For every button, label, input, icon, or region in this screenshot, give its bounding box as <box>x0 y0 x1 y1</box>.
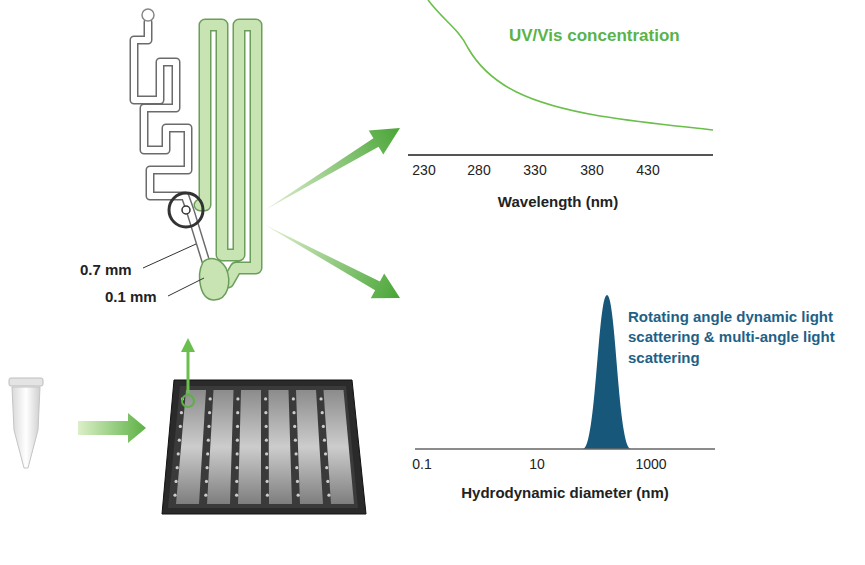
axis-title: Hydrodynamic diameter (nm) <box>461 484 669 502</box>
detection-window <box>169 193 203 227</box>
well-plate <box>162 380 366 514</box>
plate-dot <box>205 480 208 483</box>
leader-line <box>143 244 196 268</box>
plate-dot <box>207 439 210 442</box>
x-axis <box>415 448 715 450</box>
plate-dot <box>236 397 239 400</box>
plate-dot <box>292 397 295 400</box>
plate-strip <box>324 390 355 504</box>
tick-label: 1000 <box>635 456 666 473</box>
plate-strip <box>238 390 261 504</box>
plate-dot <box>265 452 268 455</box>
plate-dot <box>235 466 238 469</box>
plate-dot <box>235 480 238 483</box>
plate-dot <box>209 397 212 400</box>
plate-dot <box>235 494 238 497</box>
plate-dot <box>325 466 328 469</box>
plate-dot <box>327 494 330 497</box>
plate-dot <box>265 439 268 442</box>
plate-dot <box>296 480 299 483</box>
tick-label: 280 <box>467 162 490 179</box>
tick-label: 430 <box>636 162 659 179</box>
plate-dot <box>236 411 239 414</box>
sample-well-marker <box>182 395 194 407</box>
tick-label: 230 <box>412 162 435 179</box>
uv-vis-chart <box>408 0 713 155</box>
plate-dot <box>294 439 297 442</box>
plate-dot <box>266 480 269 483</box>
tick-label: 380 <box>580 162 603 179</box>
arrow-to-dls <box>265 225 400 298</box>
sample-tube <box>9 378 43 468</box>
plate-dot <box>264 397 267 400</box>
plate-dot <box>236 439 239 442</box>
microfluidic-chip <box>134 9 256 300</box>
arrow-to-chip <box>187 350 190 393</box>
x-axis <box>408 154 713 156</box>
plate-dot <box>292 411 295 414</box>
dimension-label: 0.1 mm <box>105 288 157 306</box>
arrow-to-plate <box>78 413 146 443</box>
plate-dot <box>180 411 183 414</box>
plate-dot <box>176 466 179 469</box>
plate-dot <box>177 452 180 455</box>
plate-dot <box>321 411 324 414</box>
plate-dot <box>205 466 208 469</box>
leader-line <box>168 278 204 296</box>
plate-dot <box>294 452 297 455</box>
plate-dot <box>319 397 322 400</box>
plate-dot <box>266 494 269 497</box>
plate-dot <box>204 494 207 497</box>
plate-dot <box>236 452 239 455</box>
tick-label: 330 <box>523 162 546 179</box>
dimension-label: 0.7 mm <box>80 261 132 279</box>
size-peak <box>583 295 631 449</box>
plate-dot <box>179 425 182 428</box>
plate-dot <box>265 425 268 428</box>
chart-title: Rotating angle dynamic light scattering … <box>628 307 860 368</box>
plate-dot <box>326 480 329 483</box>
plate-dot <box>264 411 267 414</box>
chart-title: UV/Vis concentration <box>509 26 680 46</box>
plate-dot <box>295 466 298 469</box>
plate-dot <box>174 480 177 483</box>
plate-dot <box>236 425 239 428</box>
plate-strip <box>269 390 293 504</box>
plate-dot <box>323 439 326 442</box>
plate-dot <box>293 425 296 428</box>
plate-dot <box>178 439 181 442</box>
plate-dot <box>297 494 300 497</box>
absorbance-curve <box>428 0 713 130</box>
plate-strip <box>176 390 206 504</box>
axis-title: Wavelength (nm) <box>498 193 618 211</box>
plate-dot <box>208 411 211 414</box>
plate-dot <box>173 494 176 497</box>
plate-dot <box>322 425 325 428</box>
plate-strip <box>296 390 323 504</box>
plate-dot <box>206 452 209 455</box>
plate-dot <box>265 466 268 469</box>
tick-label: 0.1 <box>412 456 431 473</box>
arrow-to-uv <box>265 128 400 210</box>
plate-strip <box>207 390 234 504</box>
tick-label: 10 <box>529 456 545 473</box>
plate-dot <box>207 425 210 428</box>
plate-dot <box>324 452 327 455</box>
arrow-to-chip-head <box>181 338 195 352</box>
